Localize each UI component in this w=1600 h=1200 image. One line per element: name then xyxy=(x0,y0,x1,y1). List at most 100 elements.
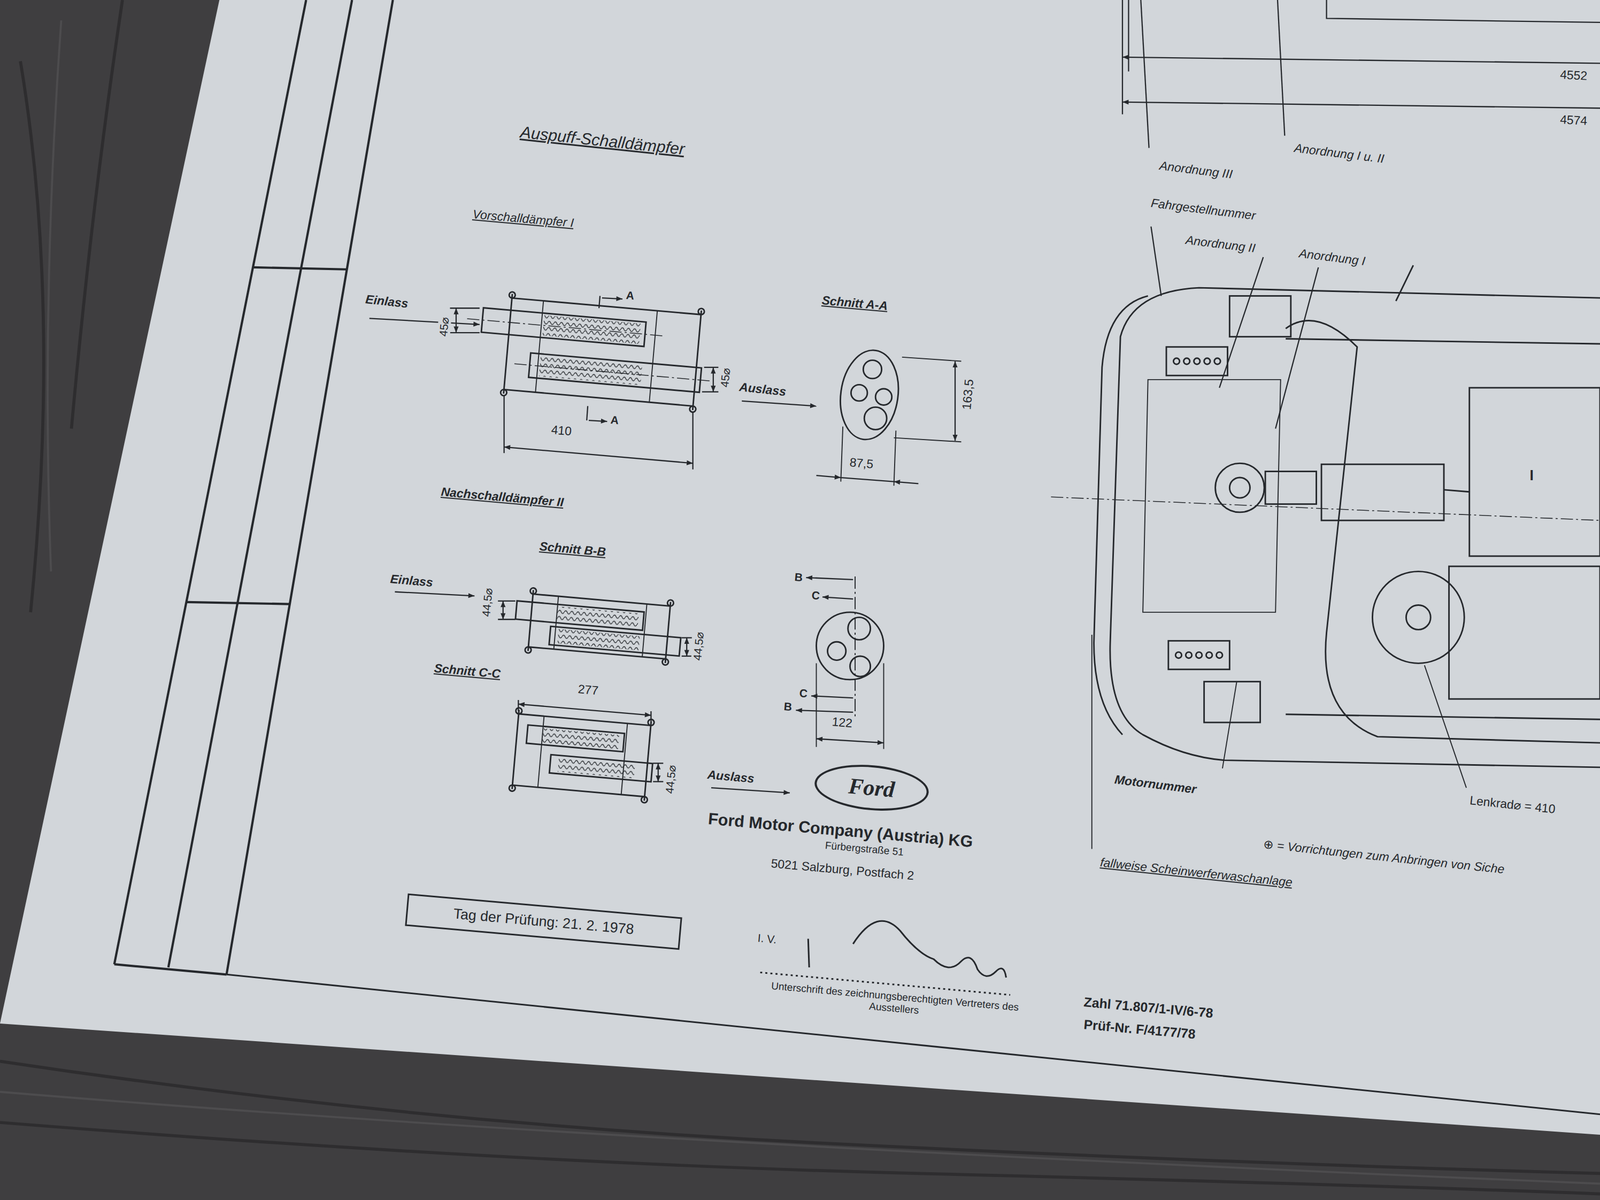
dimension-value: 4552 xyxy=(1558,67,1589,83)
section-b-b xyxy=(811,695,853,698)
main-silencer-c-c-dimensions xyxy=(518,704,651,716)
pre-silencer xyxy=(649,310,658,403)
drawing-frame xyxy=(114,0,1600,1115)
section-b-b xyxy=(816,663,818,747)
car-dimensions xyxy=(1150,226,1161,297)
wood-background xyxy=(47,20,61,572)
dimension-value: 163,5 xyxy=(959,377,977,412)
dimension-value: 4574 xyxy=(1558,112,1589,128)
section-b-b xyxy=(822,596,853,599)
dimension-value: 122 xyxy=(830,714,855,731)
section-mark: B xyxy=(792,570,804,585)
pre-silencer xyxy=(692,310,702,411)
car-underside xyxy=(1372,571,1465,664)
symbol-note: ⊕ = Vorrichtungen zum Anbringen von Sich… xyxy=(1262,836,1507,877)
dimension-value: 410 xyxy=(549,422,574,439)
car-underside xyxy=(1395,265,1413,302)
section-heading: Schnitt B-B xyxy=(537,539,607,559)
pre-silencer-dimensions xyxy=(586,405,588,421)
main-silencer-b-b xyxy=(512,586,684,667)
section-heading: Schnitt A-A xyxy=(820,293,890,313)
car-underside xyxy=(1424,665,1467,788)
paper-sheet xyxy=(0,0,1600,1135)
main-silencer-c-c-dimensions xyxy=(517,700,519,712)
section-a-a xyxy=(894,430,897,486)
main-silencer-b-b xyxy=(554,596,559,650)
main-silencer-b-b xyxy=(515,601,645,631)
dimension-value: 277 xyxy=(576,681,600,698)
main-silencer-c-c-dimensions xyxy=(657,763,659,782)
main-silencer-b-b xyxy=(665,602,671,664)
section-a-a xyxy=(894,481,919,484)
car-dimensions xyxy=(1326,0,1600,23)
drawing-frame xyxy=(226,974,1600,1114)
section-a-a xyxy=(816,475,842,478)
section-b-b xyxy=(816,739,884,744)
section-mark: C xyxy=(810,588,822,603)
car-underside xyxy=(1166,347,1228,376)
main-silencer-c-c xyxy=(537,716,545,788)
drawing-frame xyxy=(252,267,348,270)
test-number: Prüf-Nr. F/4177/78 xyxy=(1082,1017,1198,1043)
pre-silencer-dimensions xyxy=(741,401,817,407)
pre-silencer-dimensions xyxy=(702,391,719,393)
car-dimensions xyxy=(1122,102,1600,109)
main-silencer-c-c xyxy=(512,785,645,797)
test-date-box: Tag der Prüfung: 21. 2. 1978 xyxy=(405,893,683,950)
car-underside xyxy=(1142,379,1281,613)
car-dimensions xyxy=(1127,0,1129,72)
car-underside xyxy=(1185,651,1192,658)
pre-silencer-dimensions xyxy=(369,295,817,469)
section-heading: Schnitt C-C xyxy=(432,660,503,681)
flow-label: Auslass xyxy=(737,379,788,399)
diameter-dimension: 45⌀ xyxy=(436,315,452,338)
main-silencer-b-b xyxy=(549,626,681,657)
car-underside xyxy=(1204,358,1211,365)
main-silencer-b-b xyxy=(556,606,639,628)
drawing-title: Auspuff-Schalldämpfer xyxy=(518,122,687,159)
section-a-a xyxy=(840,426,843,482)
section-a-a xyxy=(954,360,956,441)
main-silencer-c-c xyxy=(509,707,657,804)
chassis-number-label: Fahrgestellnummer xyxy=(1149,195,1258,223)
main-silencer-c-c xyxy=(644,721,652,801)
drawing-frame xyxy=(114,0,307,965)
main-silencer-c-c-dimensions xyxy=(711,787,790,794)
car-underside xyxy=(1110,287,1600,768)
car-underside xyxy=(1215,463,1265,513)
pre-silencer-dimensions xyxy=(455,308,457,333)
section-a-a xyxy=(863,360,882,379)
section-b-b xyxy=(795,576,884,749)
section-mark: A xyxy=(624,288,636,303)
pre-silencer-dimensions xyxy=(691,412,694,470)
car-underside xyxy=(1183,358,1190,365)
pre-silencer xyxy=(503,294,513,394)
car-underside xyxy=(1091,265,1600,849)
car-dimensions xyxy=(1140,0,1149,149)
pre-silencer-dimensions xyxy=(504,447,694,464)
pre-silencer-dimensions xyxy=(450,307,480,309)
car-dimensions xyxy=(1050,0,1600,521)
main-silencer-c-c-dimensions xyxy=(518,700,790,794)
flow-label: Auslass xyxy=(705,767,757,786)
car-underside xyxy=(1091,634,1093,850)
car-underside xyxy=(1194,358,1200,365)
car-underside xyxy=(1094,295,1149,735)
wood-background xyxy=(71,0,123,429)
car-underside xyxy=(1449,566,1600,699)
main-silencer-c-c xyxy=(621,723,628,795)
wood-background xyxy=(20,60,44,612)
section-a-a xyxy=(894,437,962,443)
pre-silencer xyxy=(528,352,702,393)
pre-silencer-dimensions xyxy=(602,297,623,299)
pre-silencer xyxy=(503,389,694,406)
section-b-b xyxy=(883,663,885,749)
main-silencer-b-b-dimensions xyxy=(394,591,475,597)
section-a-a xyxy=(850,384,868,402)
section-mark: A xyxy=(609,413,621,428)
pre-silencer-dimensions xyxy=(704,366,719,368)
pre-silencer-dimensions xyxy=(503,395,505,453)
part-heading: Vorschalldämpfer I xyxy=(471,206,576,230)
pre-silencer-dimensions xyxy=(712,367,714,392)
